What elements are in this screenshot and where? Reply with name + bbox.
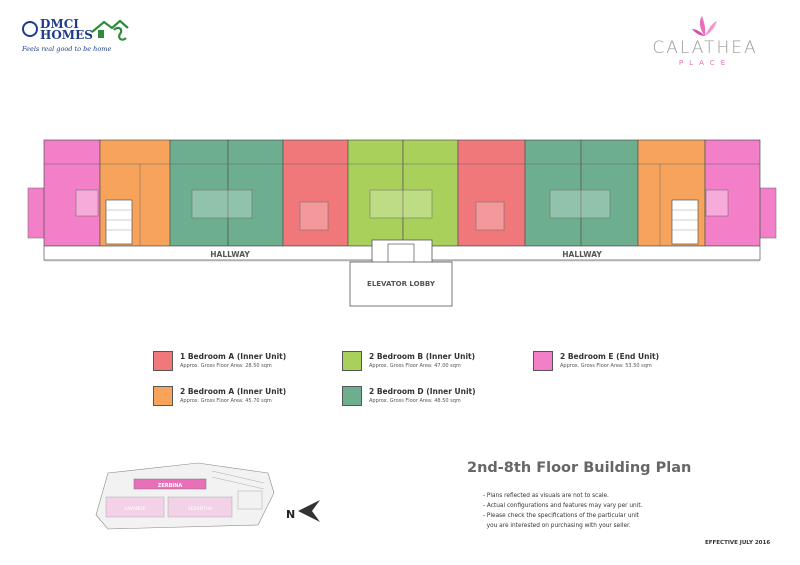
plan-notes: - Plans reflected as visuals are not to … [483, 491, 642, 531]
legend-swatch [342, 386, 362, 406]
effective-date: EFFECTIVE JULY 2016 [705, 540, 771, 546]
interior-walls [44, 163, 760, 246]
legend-swatch [153, 351, 173, 371]
legend-unit-area: Approx. Gross Floor Area: 48.50 sqm [369, 398, 461, 404]
dmci-emblem-icon [22, 21, 38, 37]
hallway-left-label: HALLWAY [210, 250, 250, 259]
legend-unit-area: Approx. Gross Floor Area: 45.70 sqm [180, 398, 272, 404]
dmci-name-line1: DMCI [40, 17, 79, 31]
legend-swatch [342, 351, 362, 371]
site-label-right: SERANTHA [188, 506, 213, 512]
site-label-left: LAVANDE [125, 506, 146, 512]
legend-unit-name: 1 Bedroom A (Inner Unit) [180, 352, 287, 361]
plan-title: 2nd-8th Floor Building Plan [467, 460, 692, 476]
plan-note: - Actual configurations and features may… [483, 503, 643, 509]
north-arrow-icon [298, 500, 320, 522]
flower-icon [692, 16, 717, 36]
legend-item-2br-a: 2 Bedroom A (Inner Unit) Approx. Gross F… [153, 386, 343, 414]
unit-2br-b-1 [347, 139, 404, 247]
plan-note: - Plans reflected as visuals are not to … [483, 493, 609, 499]
dmci-tagline: Feels real good to be home [22, 45, 112, 53]
floor-plan: HALLWAY HALLWAY ELEVATOR LOBBY [27, 139, 777, 307]
balcony-right [759, 187, 777, 239]
site-map: ZERBINA LAVANDE SERANTHA [95, 462, 275, 530]
legend-item-1br-a: 1 Bedroom A (Inner Unit) Approx. Gross F… [153, 351, 343, 379]
stairs-right [671, 199, 699, 245]
legend-unit-area: Approx. Gross Floor Area: 47.00 sqm [369, 363, 461, 369]
stairs-left [105, 199, 133, 245]
unit-2br-b-2 [402, 139, 459, 247]
unit-1br-a-2 [457, 139, 526, 247]
plan-note: - Please check the specifications of the… [483, 513, 639, 519]
compass-icon: N [286, 500, 320, 522]
legend-unit-name: 2 Bedroom E (End Unit) [560, 352, 660, 361]
unit-2br-d-3 [524, 139, 582, 247]
elevator-lobby-label: ELEVATOR LOBBY [367, 280, 436, 288]
calathea-place-logo: CALATHEA PLACE [650, 14, 760, 74]
dmci-wordmark: DMCI HOMES [40, 17, 93, 42]
site-building-highlight [133, 478, 207, 490]
calathea-subname: PLACE [678, 59, 732, 67]
legend-unit-area: Approx. Gross Floor Area: 28.50 sqm [180, 363, 272, 369]
calathea-name: CALATHEA [652, 38, 758, 58]
elevator-lobby [349, 261, 453, 307]
legend-item-2br-b: 2 Bedroom B (Inner Unit) Approx. Gross F… [342, 351, 532, 379]
legend-unit-name: 2 Bedroom B (Inner Unit) [369, 352, 476, 361]
balcony-left [27, 187, 45, 239]
site-building-left [105, 496, 165, 518]
legend-unit-area: Approx. Gross Floor Area: 53.50 sqm [560, 363, 652, 369]
legend-unit-name: 2 Bedroom D (Inner Unit) [369, 387, 476, 396]
legend-item-2br-d: 2 Bedroom D (Inner Unit) Approx. Gross F… [342, 386, 532, 414]
legend-unit-name: 2 Bedroom A (Inner Unit) [180, 387, 287, 396]
legend-item-2br-e: 2 Bedroom E (End Unit) Approx. Gross Flo… [533, 351, 723, 379]
site-label-building: ZERBINA [158, 483, 183, 489]
unit-1br-a-1 [282, 139, 349, 247]
hallway-right-label: HALLWAY [562, 250, 602, 259]
legend-swatch [153, 386, 173, 406]
dmci-name-line2: HOMES [40, 28, 93, 42]
compass-label: N [286, 508, 295, 521]
dmci-homes-logo: DMCI HOMES Feels real good to be home [22, 18, 137, 60]
unit-2br-d-2 [227, 139, 284, 247]
legend-swatch [533, 351, 553, 371]
unit-2br-e-right [704, 139, 761, 247]
unit-row [43, 139, 761, 247]
plan-note: you are interested on purchasing with yo… [483, 523, 631, 529]
house-icon [91, 19, 129, 41]
site-building-right [167, 496, 233, 518]
